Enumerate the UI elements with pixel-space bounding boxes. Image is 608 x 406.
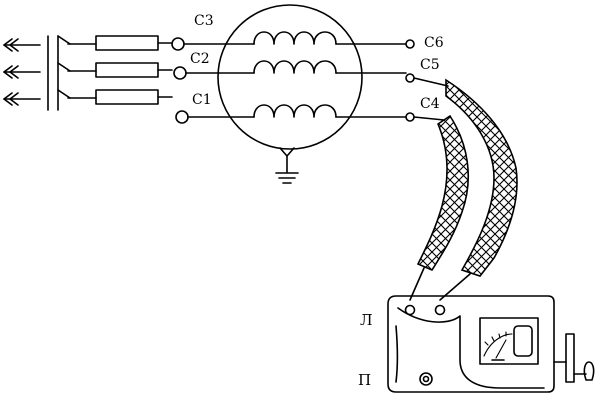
- label-c4: С4: [420, 96, 440, 112]
- label-c6: С6: [424, 35, 444, 51]
- label-c3: С3: [194, 13, 214, 29]
- arrow-icon: [3, 65, 41, 79]
- fuses: [95, 35, 159, 105]
- meter-terminal-l2: [434, 304, 446, 316]
- meter-label-l: Л: [360, 311, 373, 329]
- label-c5: С5: [420, 57, 440, 73]
- crank-handle-icon: [553, 333, 595, 383]
- megohmmeter-icon: [387, 295, 595, 393]
- three-pole-switch: [47, 35, 97, 111]
- terminals-end: [405, 39, 415, 122]
- meter-label-p: П: [358, 371, 371, 389]
- coil-icon: [253, 31, 337, 45]
- fuse-icon: [95, 35, 159, 51]
- arrow-icon: [3, 38, 41, 52]
- terminal-c6: [405, 39, 415, 49]
- supply-arrows: [3, 38, 41, 106]
- phase-wires: [183, 43, 407, 118]
- windings: [253, 31, 337, 118]
- coil-icon: [253, 60, 337, 74]
- meter-terminal-l1: [404, 304, 416, 316]
- terminal-c2: [173, 66, 187, 80]
- motor-housing: [217, 4, 363, 150]
- terminal-c4: [405, 112, 415, 122]
- terminals-start: [171, 37, 189, 124]
- label-c2: С2: [190, 51, 210, 67]
- meter-knob: [419, 372, 433, 386]
- fuse-icon: [95, 89, 159, 105]
- label-c1: С1: [192, 92, 212, 108]
- braided-cable-icon: [409, 114, 470, 301]
- coil-icon: [253, 104, 337, 118]
- terminal-c3: [171, 37, 185, 51]
- terminal-c1: [175, 110, 189, 124]
- ground-icon: [275, 147, 299, 184]
- meter-dial: [479, 317, 539, 365]
- arrow-icon: [3, 92, 41, 106]
- fuse-icon: [95, 62, 159, 78]
- terminal-c5: [405, 73, 415, 83]
